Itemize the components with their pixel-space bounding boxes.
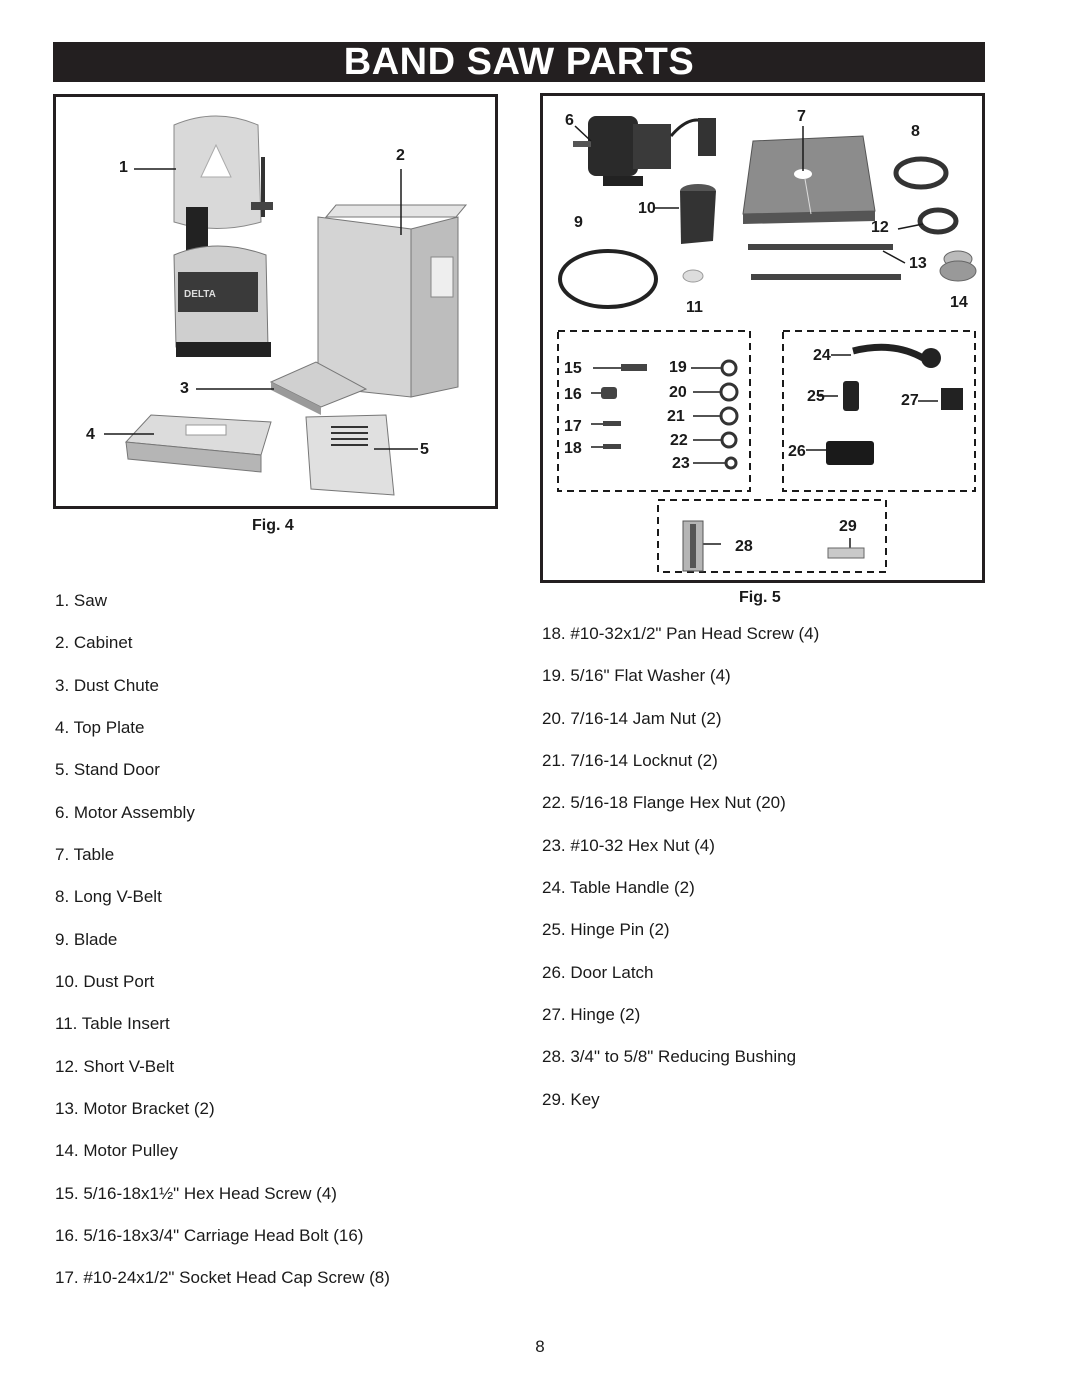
callout-21: 21 [667, 408, 685, 425]
list-item: 5. Stand Door [55, 760, 160, 779]
list-item: 24. Table Handle (2) [542, 878, 695, 897]
list-item: 15. 5/16-18x1½" Hex Head Screw (4) [55, 1184, 337, 1203]
blade-image [558, 249, 658, 309]
callout-26: 26 [788, 443, 806, 460]
table-handle-image [852, 343, 941, 368]
list-item: 3. Dust Chute [55, 676, 159, 695]
callout-29: 29 [839, 518, 857, 535]
callout-3: 3 [180, 380, 189, 397]
table-insert-image [682, 269, 704, 283]
callout-1: 1 [119, 159, 128, 176]
list-item: 19. 5/16" Flat Washer (4) [542, 666, 731, 685]
fig4-figure: DELTA [53, 94, 498, 509]
door-latch-image [826, 441, 874, 465]
key-image [827, 547, 865, 559]
fig4-caption: Fig. 4 [252, 517, 294, 534]
stand-door-image [305, 414, 395, 496]
callout-27: 27 [901, 392, 919, 409]
callout-24: 24 [813, 347, 831, 364]
callout-5: 5 [420, 441, 429, 458]
list-item: 29. Key [542, 1090, 600, 1109]
callout-17: 17 [564, 418, 582, 435]
motor-pulley-image [939, 250, 977, 282]
callout-8: 8 [911, 123, 920, 140]
table-image [742, 135, 876, 224]
fig4-illustration: DELTA [104, 115, 468, 496]
motor-assembly-image [573, 116, 716, 186]
list-item: 22. 5/16-18 Flange Hex Nut (20) [542, 793, 786, 812]
callout-15: 15 [564, 360, 582, 377]
long-v-belt-image [893, 156, 949, 190]
page-number: 8 [535, 1337, 545, 1356]
callout-20: 20 [669, 384, 687, 401]
callout-4: 4 [86, 426, 95, 443]
short-v-belt-image [917, 207, 959, 235]
fig5-caption: Fig. 5 [739, 589, 781, 606]
motor-bracket-image [748, 244, 901, 280]
list-item: 8. Long V-Belt [55, 887, 162, 906]
list-item: 17. #10-24x1/2" Socket Head Cap Screw (8… [55, 1268, 390, 1287]
callout-13: 13 [909, 255, 927, 272]
list-item: 25. Hinge Pin (2) [542, 920, 670, 939]
callout-18: 18 [564, 440, 582, 457]
callout-6: 6 [565, 112, 574, 129]
callout-23: 23 [672, 455, 690, 472]
list-item: 23. #10-32 Hex Nut (4) [542, 836, 715, 855]
list-item: 14. Motor Pulley [55, 1141, 178, 1160]
hinge-image [941, 388, 963, 410]
list-item: 26. Door Latch [542, 963, 654, 982]
hinge-pin-image [843, 381, 859, 411]
callout-12: 12 [871, 219, 889, 236]
page-title: BAND SAW PARTS [53, 42, 985, 82]
list-item: 2. Cabinet [55, 633, 133, 652]
callout-16: 16 [564, 386, 582, 403]
callout-19: 19 [669, 359, 687, 376]
fig5-illustration [557, 116, 977, 573]
top-plate-image [124, 414, 272, 473]
list-item: 11. Table Insert [55, 1014, 170, 1033]
callout-11: 11 [686, 299, 703, 316]
fig5-figure: 6 7 8 9 10 11 12 13 14 15 16 17 18 19 20… [540, 93, 985, 583]
list-item: 12. Short V-Belt [55, 1057, 175, 1076]
list-item: 1. Saw [55, 591, 107, 610]
callout-22: 22 [670, 432, 688, 449]
callout-9: 9 [574, 214, 583, 231]
list-item: 4. Top Plate [55, 718, 145, 737]
list-item: 16. 5/16-18x3/4" Carriage Head Bolt (16) [55, 1226, 364, 1245]
list-item: 6. Motor Assembly [55, 803, 195, 822]
cabinet-image [317, 204, 468, 398]
callout-28: 28 [735, 538, 753, 555]
dust-chute-image [269, 361, 368, 415]
callout-2: 2 [396, 147, 405, 164]
list-item: 28. 3/4" to 5/8" Reducing Bushing [542, 1047, 797, 1066]
band-saw-image: DELTA [173, 115, 273, 357]
list-item: 27. Hinge (2) [542, 1005, 641, 1024]
callout-14: 14 [950, 294, 968, 311]
brand-logo-text: DELTA [184, 289, 216, 300]
dust-port-image [680, 184, 716, 244]
list-item: 9. Blade [55, 930, 118, 949]
callout-25: 25 [807, 388, 825, 405]
list-item: 21. 7/16-14 Locknut (2) [542, 751, 718, 770]
reducing-bushing-image [682, 520, 704, 572]
list-item: 10. Dust Port [55, 972, 155, 991]
list-item: 18. #10-32x1/2" Pan Head Screw (4) [542, 624, 820, 643]
list-item: 20. 7/16-14 Jam Nut (2) [542, 709, 722, 728]
list-item: 13. Motor Bracket (2) [55, 1099, 215, 1118]
callout-10: 10 [638, 200, 656, 217]
list-item: 7. Table [55, 845, 115, 864]
callout-7: 7 [797, 108, 806, 125]
